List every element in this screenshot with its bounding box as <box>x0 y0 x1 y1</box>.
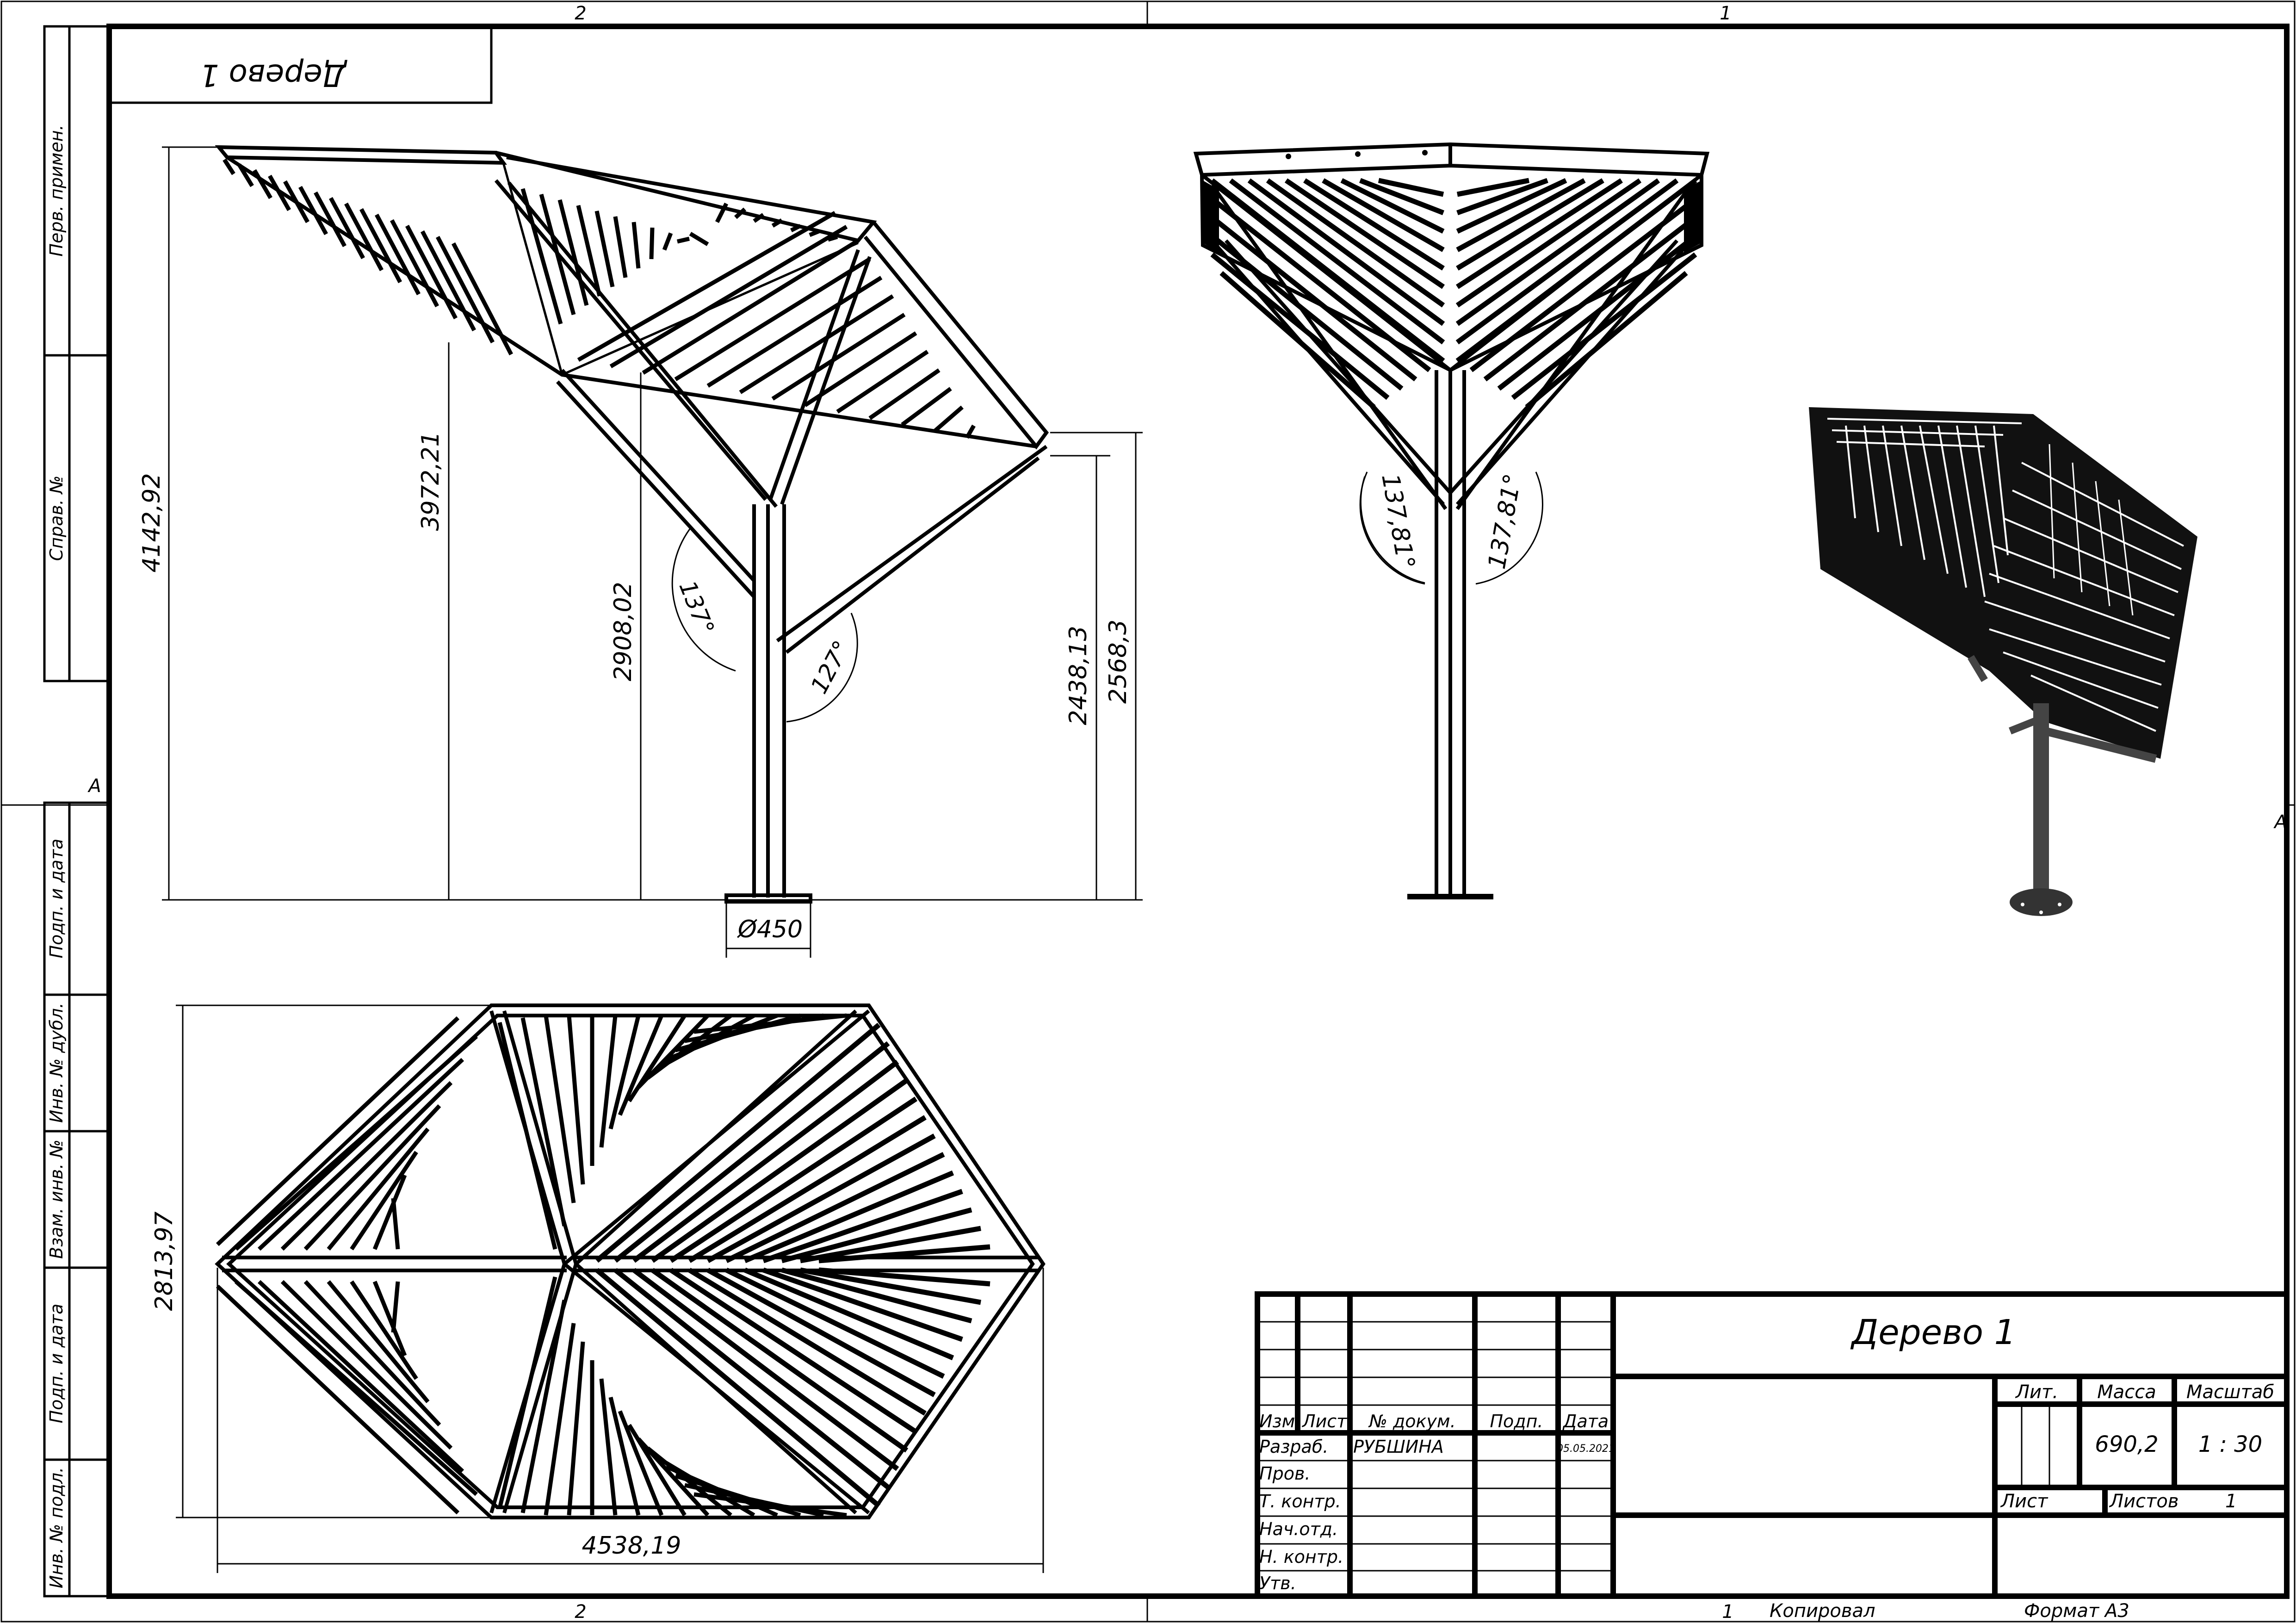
side-label-sprav: Справ. № <box>46 476 67 561</box>
tb-header-date: Дата <box>1562 1411 1609 1431</box>
zone-side-right: A <box>2273 812 2287 833</box>
tb-header-doc: № докум. <box>1368 1411 1455 1431</box>
side-label-inv-podl: Инв. № подл. <box>46 1467 67 1588</box>
mirrored-title-box <box>108 25 493 104</box>
plan-slats <box>216 1013 990 1518</box>
tb-format: Формат А3 <box>2024 1600 2129 1622</box>
zone-bottom-left: 2 <box>575 1601 586 1623</box>
dim-height-branch-top: 2568,3 <box>1104 619 1132 704</box>
side-view-slats-right <box>577 211 976 439</box>
dim-height-upper: 3972,21 <box>417 431 445 531</box>
side-label-podp-2: Подп. и дата <box>46 1304 67 1424</box>
zone-bottom-right: 1 <box>1722 1601 1733 1623</box>
dim-height-branch: 2438,13 <box>1064 626 1092 725</box>
side-label-vzam: Взам. инв. № <box>46 1140 67 1259</box>
tb-scale: 1 : 30 <box>2198 1431 2262 1457</box>
tb-header-mass: Масса <box>2097 1381 2156 1403</box>
tb-role-nachotd: Нач.отд. <box>1259 1519 1338 1539</box>
tb-role-tkontr: Т. контр. <box>1259 1491 1341 1511</box>
dim-height-mid: 2908,02 <box>609 582 637 681</box>
side-view-slats-left <box>223 158 513 356</box>
side-view <box>215 145 1049 904</box>
tb-header-sheet: Лист <box>2000 1491 2048 1512</box>
tb-header-podp: Подп. <box>1490 1411 1543 1431</box>
tb-role-nkontr: Н. контр. <box>1259 1547 1343 1567</box>
plan-view-dimensions <box>176 1004 1044 1573</box>
side-label-podp-1: Подп. и дата <box>46 839 67 959</box>
dim-angle-front-right: 137,81° <box>1483 471 1527 571</box>
tb-developer-date: 05.05.2021 <box>1557 1443 1615 1455</box>
dim-base-diameter: Ø450 <box>737 916 803 943</box>
isometric-slats <box>1827 418 2184 732</box>
front-view <box>1193 142 1710 899</box>
tb-header-sheets: Листов <box>2109 1491 2178 1512</box>
tb-header-lit: Лит. <box>2015 1381 2058 1403</box>
mirrored-title: Дерево 1 <box>200 57 348 93</box>
dim-angle-front-left: 137,81° <box>1376 471 1420 571</box>
side-view-dimensions <box>162 146 1143 958</box>
plan-view <box>215 1004 1046 1519</box>
zone-top-left: 2 <box>575 3 586 24</box>
tb-role-utv: Утв. <box>1259 1573 1296 1593</box>
title-block-name: Дерево 1 <box>1850 1313 2016 1352</box>
tb-header-izm: Изм. <box>1259 1411 1300 1431</box>
isometric-view <box>1809 407 2197 916</box>
tb-role-razrab: Разраб. <box>1259 1437 1328 1457</box>
tb-copied: Копировал <box>1770 1600 1875 1622</box>
tb-sheets-count: 1 <box>2225 1491 2237 1512</box>
tb-mass: 690,2 <box>2095 1431 2158 1457</box>
side-label-perv: Перв. примен. <box>46 124 67 256</box>
side-strip <box>43 25 111 1598</box>
dim-height-total: 4142,92 <box>138 473 166 572</box>
dim-plan-width: 4538,19 <box>582 1532 681 1560</box>
dim-angle-left: 137° <box>674 577 719 638</box>
title-block <box>1255 1291 2290 1599</box>
tb-header-scale: Масштаб <box>2186 1381 2274 1403</box>
tb-developer: РУБШИНА <box>1353 1437 1444 1457</box>
dim-plan-depth: 2813,97 <box>150 1211 178 1311</box>
front-view-dimensions <box>1359 471 1543 585</box>
tb-header-list: Лист <box>1301 1411 1348 1431</box>
dim-angle-right: 127° <box>805 636 855 698</box>
side-label-inv-dubl: Инв. № дубл. <box>46 1003 67 1123</box>
zone-side-left: A <box>87 775 101 797</box>
zone-top-right: 1 <box>1720 3 1731 24</box>
front-view-slats-right <box>1455 178 1697 409</box>
tb-role-prov: Пров. <box>1259 1463 1310 1484</box>
